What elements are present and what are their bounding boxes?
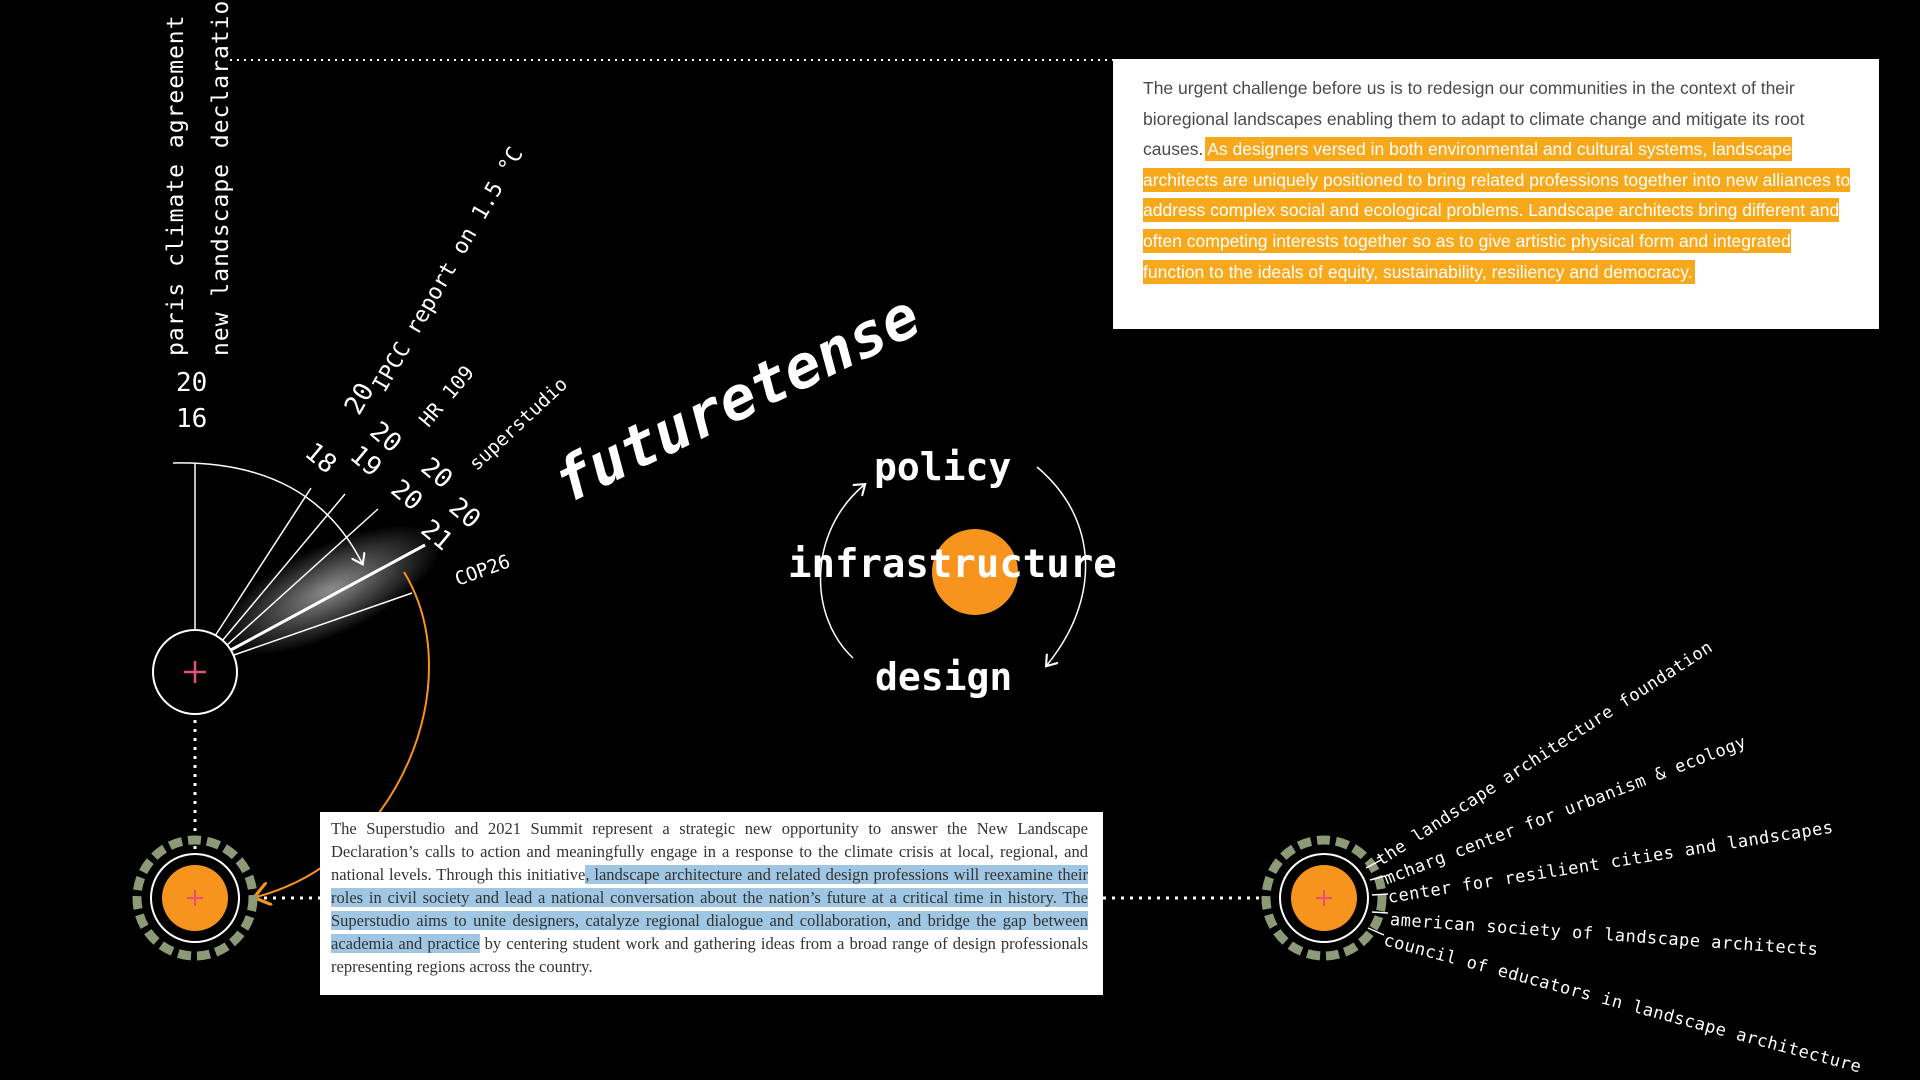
hub-node-right[interactable] (1261, 835, 1387, 961)
timeline-ray-2021 (228, 543, 426, 653)
plus-icon (184, 661, 206, 683)
org-ray-5 (1367, 927, 1385, 936)
hub-node-top[interactable] (152, 629, 238, 715)
label-new-landscape-declaration: new landscape declaration (208, 0, 234, 356)
cycle-label-infrastructure: infrastructure (788, 542, 1117, 587)
timeline-ray-2019 (221, 493, 346, 642)
summit-description-box: The Superstudio and 2021 Summit represen… (320, 812, 1103, 995)
org-ray-2 (1369, 875, 1386, 881)
timeline-ray-2020 (225, 508, 379, 647)
year-2016-bottom: 16 (176, 404, 208, 434)
glow-spot (219, 524, 441, 656)
org-ray-1 (1365, 859, 1382, 869)
summit-text-after: by centering student work and gathering … (331, 934, 1088, 976)
infrastructure-node (932, 529, 1018, 615)
plus-icon (187, 890, 203, 906)
cycle-label-policy: policy (874, 445, 1012, 489)
timeline-ray-2018 (214, 487, 312, 637)
summit-text-before: The Superstudio and 2021 Summit represen… (331, 819, 1088, 884)
declaration-quote-box: The urgent challenge before us is to red… (1113, 59, 1879, 329)
label-paris-climate-agreement: paris climate agreement (163, 14, 189, 357)
cycle-arc-left (819, 485, 864, 659)
timeline-ray-cop26 (230, 592, 413, 657)
quote-plain-text: The urgent challenge before us is to red… (1143, 78, 1805, 160)
plus-icon (1316, 890, 1332, 906)
cycle-label-design: design (875, 655, 1013, 699)
org-ray-3 (1371, 893, 1389, 896)
timeline-arc-arrow (172, 462, 362, 563)
hub-node-left[interactable] (132, 835, 258, 961)
orange-connector-arrow (256, 571, 430, 897)
year-2016-top: 20 (176, 368, 208, 398)
cycle-arc-right (1036, 466, 1087, 665)
org-ray-4 (1371, 911, 1389, 914)
quote-highlighted-text: As designers versed in both environmenta… (1143, 139, 1851, 282)
